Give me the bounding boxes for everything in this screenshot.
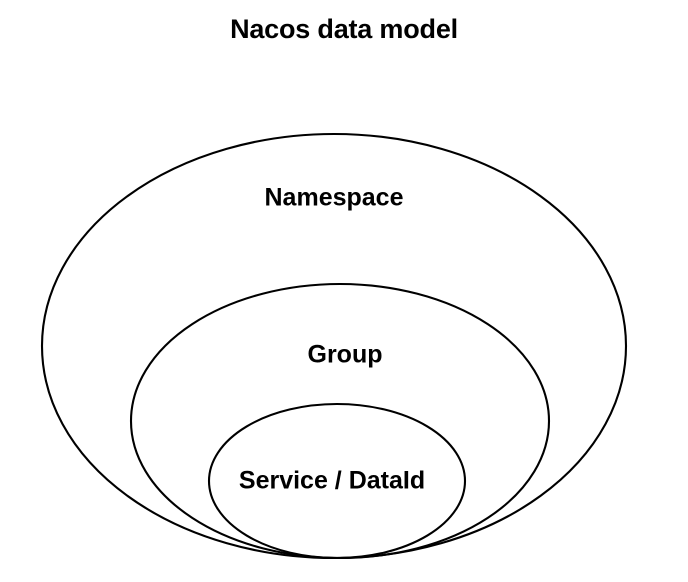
ellipse-label-namespace: Namespace	[264, 183, 404, 212]
ellipse-group	[129, 282, 551, 560]
ellipse-service-dataid	[207, 402, 467, 560]
ellipse-label-service-dataid: Service / DataId	[238, 466, 426, 495]
ellipse-label-group: Group	[307, 340, 383, 369]
page-title: Nacos data model	[230, 14, 458, 44]
